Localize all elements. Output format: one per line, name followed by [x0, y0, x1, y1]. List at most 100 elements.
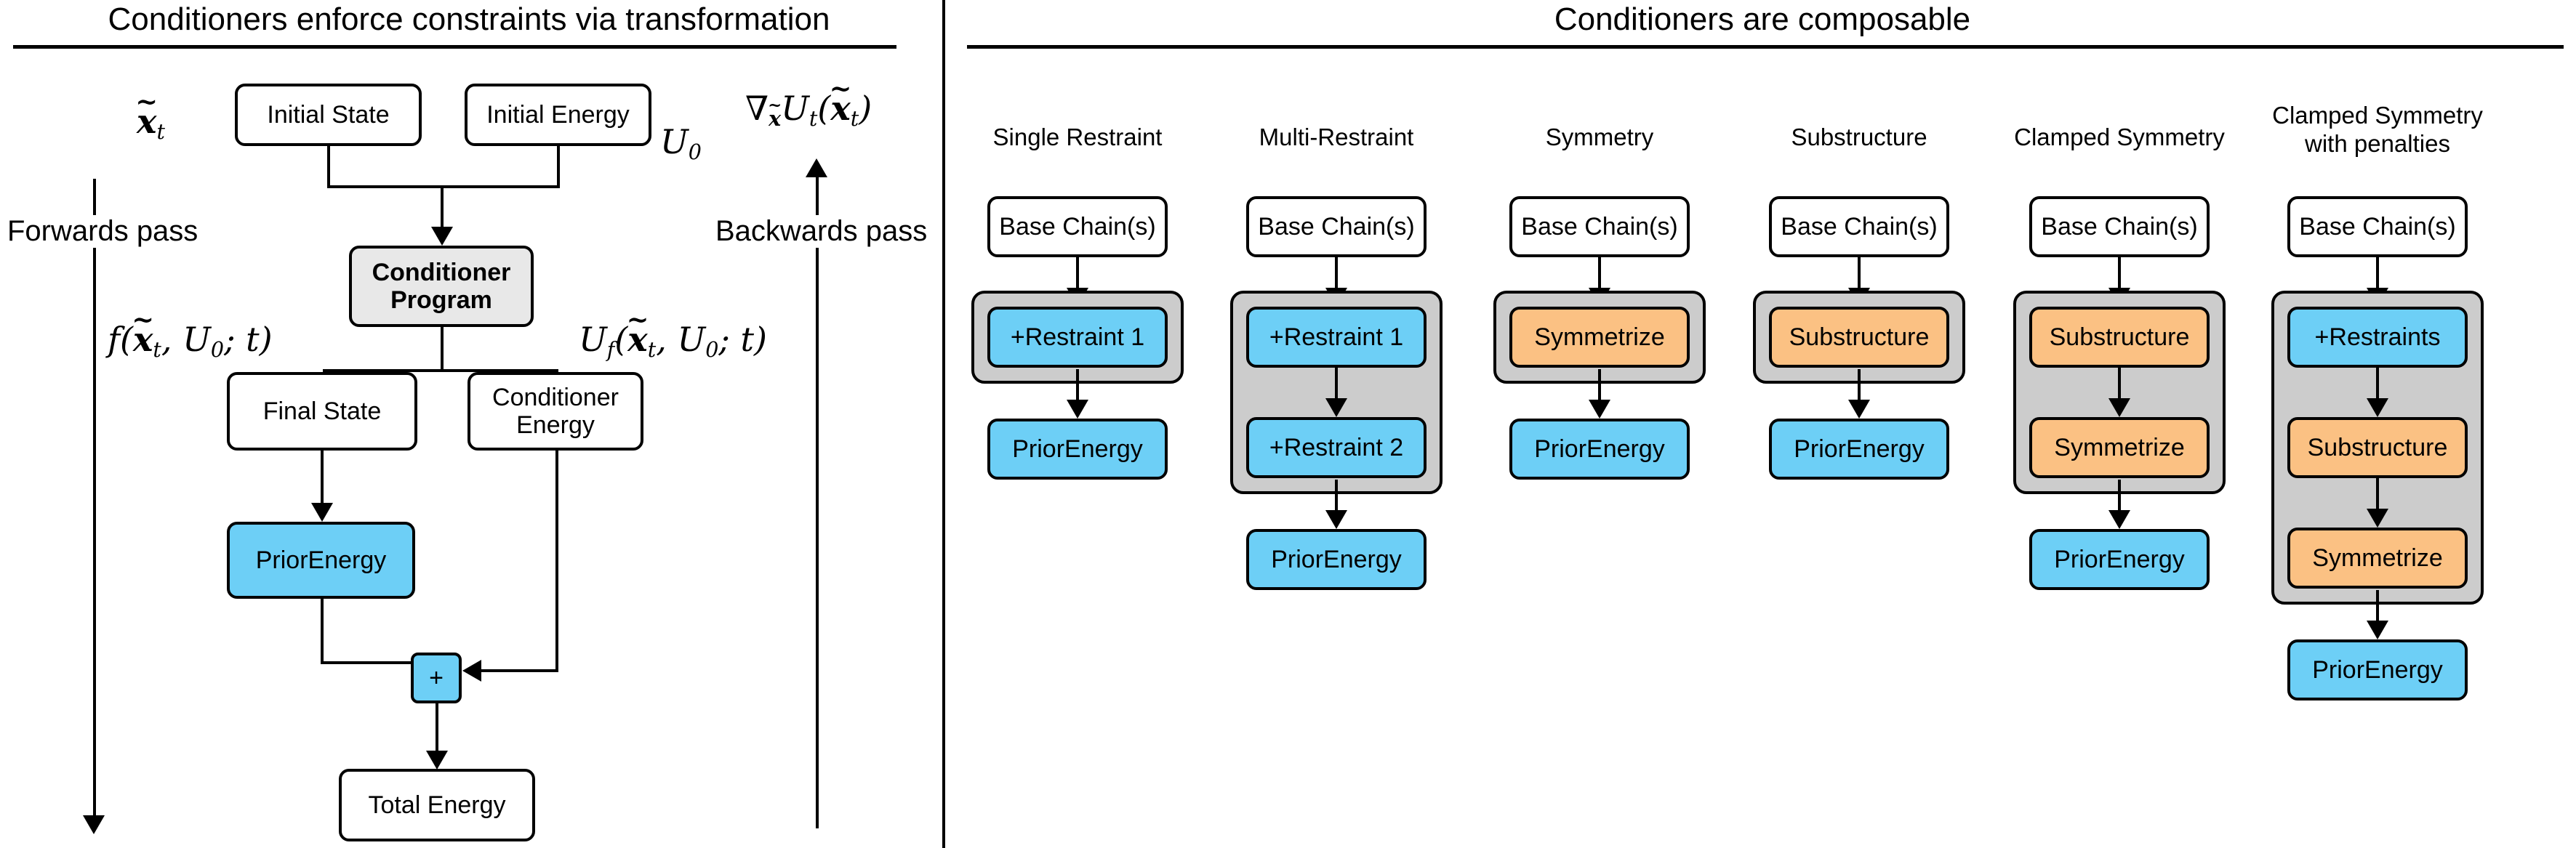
node-tail-col2-1: PriorEnergy — [1246, 529, 1427, 590]
arrow-inner-col5-1-line — [2118, 368, 2121, 401]
arrow-group-to-tail-col1-1-head — [1067, 400, 1088, 419]
column-caption-line1: Clamped Symmetry — [2272, 102, 2483, 129]
arrow-group-to-tail-col5-1-head — [2108, 510, 2130, 529]
arrow-group-to-tail-col6-1-head — [2367, 621, 2388, 639]
arrow-into-total-energy — [426, 751, 448, 770]
arrow-inner-col6-2-line — [2376, 478, 2379, 512]
arrow-inner-col6-1-line — [2376, 368, 2379, 401]
node-base-chains-col3: Base Chain(s) — [1509, 196, 1690, 257]
column-caption-3: Symmetry — [1473, 124, 1726, 152]
arrow-group-to-tail-col2-1-head — [1325, 510, 1347, 529]
arrow-inner-col2-1-head — [1325, 398, 1347, 417]
node-op-col2-1: +Restraint 1 — [1246, 307, 1427, 368]
arrow-base-to-group-col3-line — [1598, 257, 1601, 291]
node-conditioner-program: Conditioner Program — [349, 246, 534, 327]
node-op-col5-1: Substructure — [2029, 307, 2210, 368]
node-final-state: Final State — [227, 372, 417, 451]
node-op-col1-1: +Restraint 1 — [987, 307, 1168, 368]
edge-merge-to-program — [441, 185, 444, 233]
node-tail-col6-1: PriorEnergy — [2287, 639, 2468, 700]
node-op-col2-2: +Restraint 2 — [1246, 417, 1427, 478]
column-caption-1: Single Restraint — [951, 124, 1204, 152]
node-total-energy: Total Energy — [339, 769, 535, 841]
column-caption-4: Substructure — [1733, 124, 1986, 152]
conditioner-program-line1: Conditioner — [372, 258, 511, 286]
arrow-group-to-tail-col5-1-line — [2118, 480, 2121, 513]
math-x-tilde-t: x~t — [135, 85, 165, 144]
arrow-inner-col6-2-head — [2367, 509, 2388, 528]
node-base-chains-col6: Base Chain(s) — [2287, 196, 2468, 257]
edge-program-split — [323, 369, 558, 372]
column-caption-line1: Single Restraint — [992, 124, 1163, 150]
math-gradient: ∇x~Ut(x~t) — [745, 72, 872, 131]
node-tail-col4-1: PriorEnergy — [1769, 419, 1949, 480]
column-caption-2: Multi-Restraint — [1210, 124, 1463, 152]
node-plus-sum: + — [411, 653, 462, 703]
column-caption-line1: Substructure — [1791, 124, 1927, 150]
forwards-pass-label: Forwards pass — [3, 215, 203, 248]
arrow-group-to-tail-col1-1-line — [1076, 369, 1079, 403]
node-op-col6-2: Substructure — [2287, 417, 2468, 478]
arrow-into-prior-energy — [311, 503, 333, 522]
node-op-col4-1: Substructure — [1769, 307, 1949, 368]
conditioner-energy-line1: Conditioner — [492, 383, 619, 411]
node-op-col6-1: +Restraints — [2287, 307, 2468, 368]
arrow-group-to-tail-col2-1-line — [1335, 480, 1338, 513]
conditioner-energy-line2: Energy — [516, 411, 595, 439]
edge-cond-energy-down — [555, 451, 558, 672]
arrow-group-to-tail-col3-1-head — [1589, 400, 1610, 419]
column-caption-5: Clamped Symmetry — [1993, 124, 2246, 152]
arrow-base-to-group-col4-line — [1858, 257, 1861, 291]
edge-cond-energy-to-plus — [478, 669, 557, 672]
node-base-chains-col2: Base Chain(s) — [1246, 196, 1427, 257]
arrow-base-to-group-col6-line — [2376, 257, 2379, 291]
node-base-chains-col5: Base Chain(s) — [2029, 196, 2210, 257]
right-panel-title: Conditioners are composable — [1554, 1, 1971, 37]
node-base-chains-col1: Base Chain(s) — [987, 196, 1168, 257]
node-initial-energy: Initial Energy — [465, 84, 651, 146]
edge-initial-energy-down — [557, 146, 560, 187]
edge-prior-to-plus-h — [321, 661, 438, 664]
node-prior-energy-left: PriorEnergy — [227, 522, 415, 599]
arrow-inner-col6-1-head — [2367, 398, 2388, 417]
node-tail-col5-1: PriorEnergy — [2029, 529, 2210, 590]
conditioner-program-line2: Program — [390, 286, 492, 314]
node-op-col5-2: Symmetrize — [2029, 417, 2210, 478]
node-conditioner-energy: Conditioner Energy — [468, 372, 643, 451]
column-caption-line1: Multi-Restraint — [1259, 124, 1414, 150]
arrow-base-to-group-col2-line — [1335, 257, 1338, 291]
column-caption-line1: Symmetry — [1545, 124, 1654, 150]
arrow-base-to-group-col1-line — [1076, 257, 1079, 291]
arrow-into-plus-right — [462, 660, 481, 682]
arrow-into-conditioner-program — [431, 227, 453, 246]
node-tail-col1-1: PriorEnergy — [987, 419, 1168, 480]
math-u0: U0 — [660, 122, 702, 164]
arrow-group-to-tail-col4-1-head — [1848, 400, 1870, 419]
arrow-inner-col2-1-line — [1335, 368, 1338, 401]
edge-merge-horizontal — [327, 185, 560, 188]
backwards-pass-arrowhead — [806, 158, 827, 177]
edge-program-down — [441, 327, 444, 372]
arrow-group-to-tail-col4-1-line — [1858, 369, 1861, 403]
forwards-pass-arrowhead — [83, 815, 105, 834]
left-panel-title: Conditioners enforce constraints via tra… — [108, 1, 830, 37]
forwards-pass-line — [93, 179, 96, 821]
arrow-base-to-group-col5-line — [2118, 257, 2121, 291]
edge-final-state-to-prior — [321, 451, 324, 509]
right-panel-rule — [967, 45, 2564, 49]
arrow-group-to-tail-col6-1-line — [2376, 590, 2379, 623]
math-f-transform: f(x~t, U0; t) — [108, 303, 273, 362]
node-op-col6-3: Symmetrize — [2287, 528, 2468, 589]
node-base-chains-col4: Base Chain(s) — [1769, 196, 1949, 257]
left-panel-rule — [13, 45, 896, 49]
node-tail-col3-1: PriorEnergy — [1509, 419, 1690, 480]
edge-prior-to-plus-v1 — [321, 599, 324, 664]
backwards-pass-label: Backwards pass — [711, 215, 932, 248]
edge-plus-to-total — [436, 703, 438, 757]
column-caption-line2: with penalties — [2305, 129, 2450, 157]
math-u-f: Uf(x~t, U0; t) — [579, 303, 767, 362]
edge-initial-state-down — [327, 146, 330, 187]
backwards-pass-line — [816, 174, 819, 828]
arrow-inner-col5-1-head — [2108, 398, 2130, 417]
